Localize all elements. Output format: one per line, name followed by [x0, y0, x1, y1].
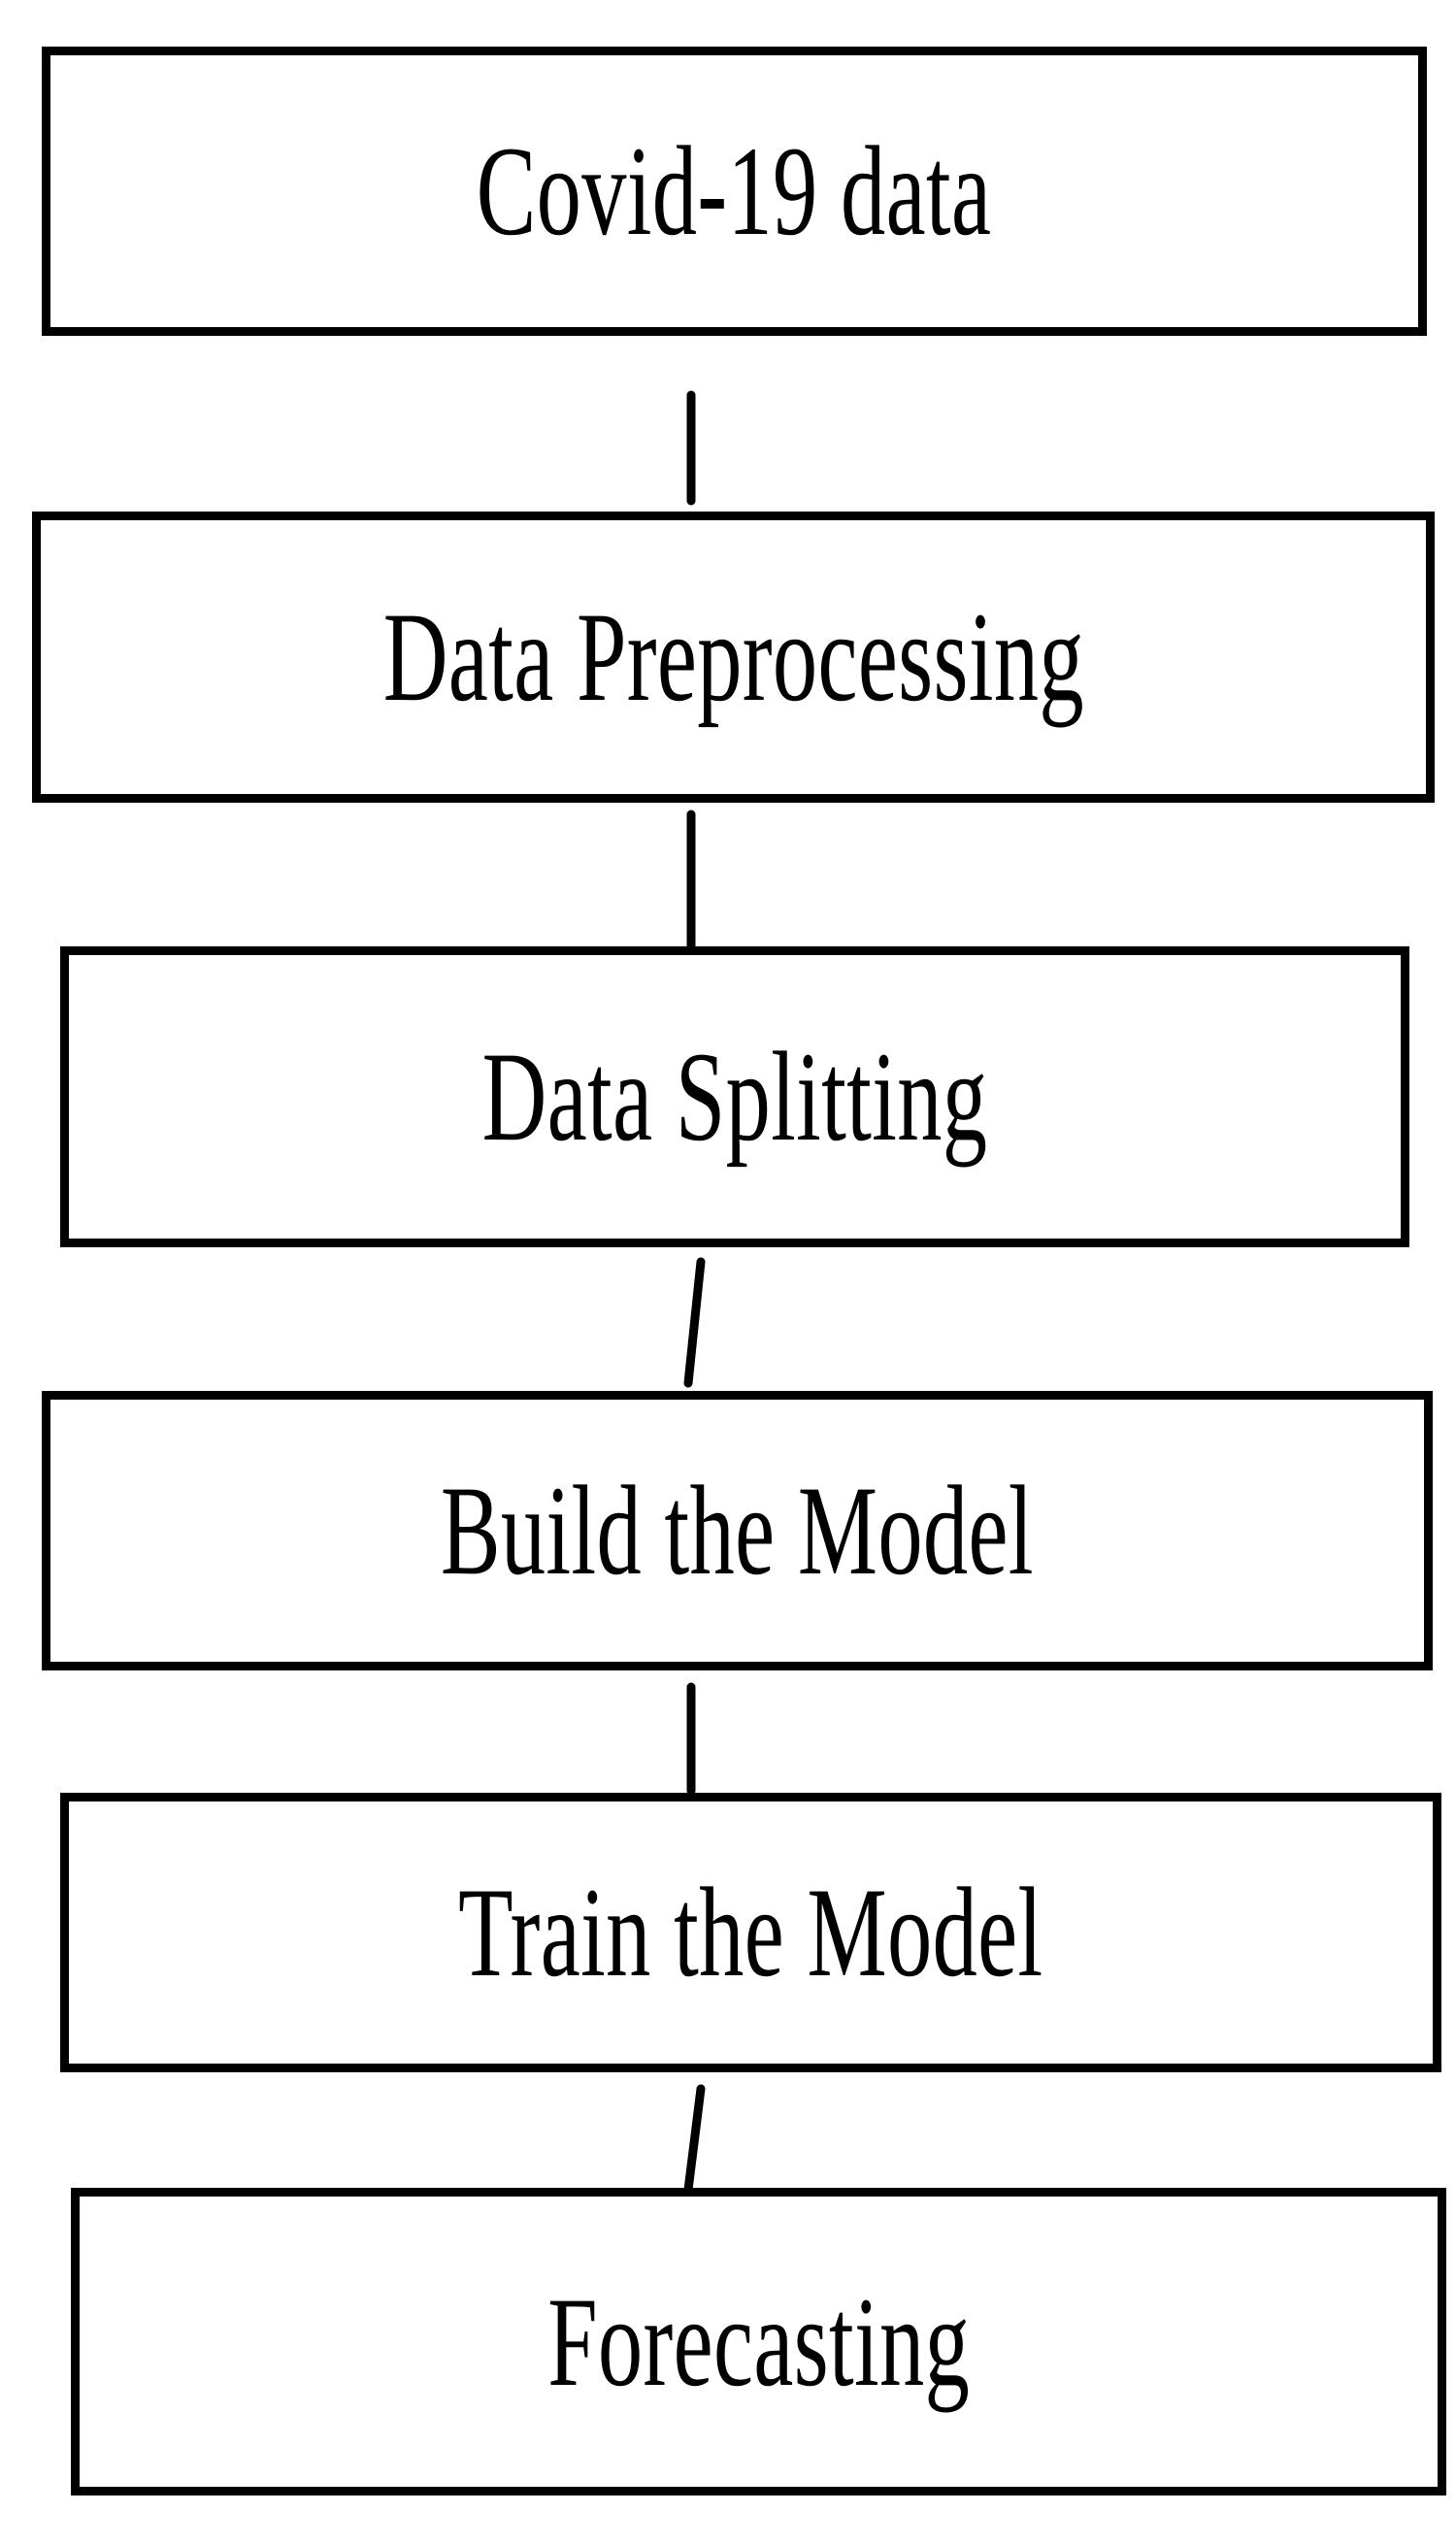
node-data-preprocessing[interactable]: Data Preprocessing [32, 512, 1435, 803]
connector-line [683, 2084, 706, 2195]
node-label: Train the Model [458, 1861, 1043, 2003]
node-label: Data Splitting [481, 1025, 988, 1168]
connector-line [683, 1257, 706, 1388]
node-train-the-model[interactable]: Train the Model [60, 1793, 1441, 2072]
node-covid-19-data[interactable]: Covid-19 data [42, 47, 1427, 336]
node-forecasting[interactable]: Forecasting [71, 2188, 1446, 2495]
node-label: Covid-19 data [477, 119, 992, 262]
node-label: Build the Model [441, 1459, 1034, 1602]
node-data-splitting[interactable]: Data Splitting [60, 946, 1409, 1247]
node-label: Forecasting [547, 2269, 970, 2413]
node-build-the-model[interactable]: Build the Model [42, 1391, 1433, 1670]
node-label: Data Preprocessing [382, 585, 1084, 728]
